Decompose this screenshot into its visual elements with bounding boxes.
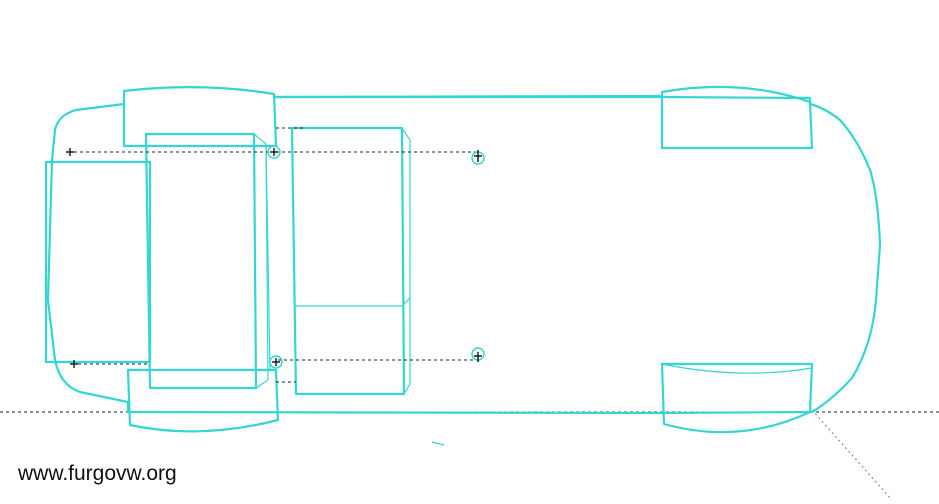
perspective-guide-line <box>811 409 893 501</box>
body-shell <box>46 95 882 415</box>
wheel-front-right <box>660 85 814 150</box>
rear-cabinet-block <box>290 126 406 396</box>
wheel-rear-right <box>660 362 814 434</box>
wheel-rear-right-rim <box>661 363 813 374</box>
wheel-rear-left <box>126 368 280 433</box>
rear-cabinet-side <box>401 127 411 395</box>
rear-cabinet-divider <box>294 297 411 307</box>
anchor-marker-2 <box>471 150 485 165</box>
front-seat-edge <box>265 143 271 371</box>
anchor-marker-3 <box>269 355 283 369</box>
anchor-marker-6 <box>70 360 78 368</box>
front-bumper-block <box>44 160 152 364</box>
body-top-edge <box>272 94 662 99</box>
ground-mark <box>431 441 445 446</box>
watermark-text: www.furgovw.org <box>18 462 177 485</box>
anchor-marker-4 <box>471 347 485 362</box>
anchor-marker-5 <box>66 148 74 156</box>
front-seat-side <box>253 133 269 389</box>
wheel-front-left <box>122 86 278 148</box>
front-seat-block <box>144 132 258 390</box>
anchor-marker-1 <box>267 145 281 159</box>
vehicle-outline <box>44 85 882 446</box>
